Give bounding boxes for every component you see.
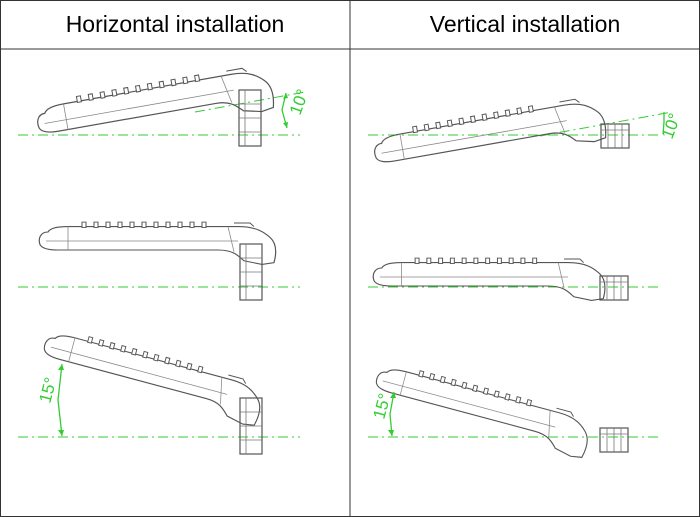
header-horizontal-installation: Horizontal installation [65, 11, 285, 37]
header-vertical-installation: Vertical installation [429, 11, 621, 37]
h-row2-light [18, 221, 300, 301]
h-row1-angle-label: 10° [286, 87, 313, 118]
v-row3-light: 15° [368, 359, 660, 461]
v-row1-angle-arrow [662, 112, 665, 135]
v-row3-angle-arrow [389, 391, 395, 437]
h-row1-tilt-line [194, 91, 306, 113]
v-row1-angle-label: 10° [658, 111, 685, 142]
h-row3-angle-arrow [57, 363, 63, 437]
h-row1-light: 10° [18, 62, 313, 151]
v-row2-light [368, 257, 660, 301]
h-row3-angle-label: 15° [36, 375, 61, 405]
v-row1-light: 10° [368, 93, 685, 181]
h-row3-light: 15° [18, 325, 300, 455]
